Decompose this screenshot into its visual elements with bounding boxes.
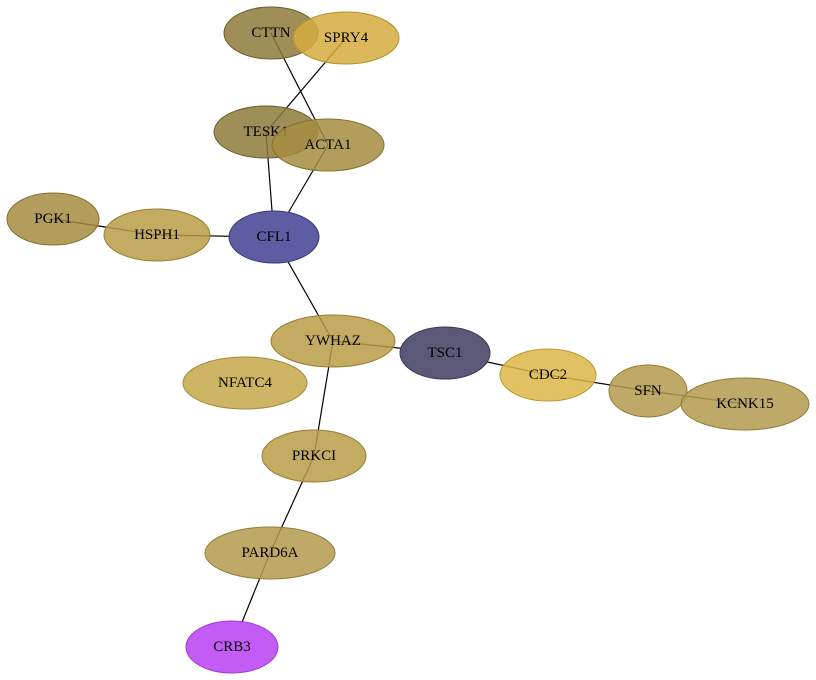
node-ellipse: [271, 118, 385, 172]
node-label: TSC1: [427, 345, 462, 361]
node-label: PRKCI: [292, 448, 336, 464]
node-hsph1[interactable]: HSPH1: [103, 208, 211, 262]
node-sfn[interactable]: SFN: [608, 364, 688, 418]
node-label: SFN: [634, 383, 662, 399]
node-ellipse: [261, 429, 367, 483]
node-label: CTTN: [251, 25, 290, 41]
node-label: CFL1: [256, 229, 291, 245]
node-label: CRB3: [213, 639, 251, 655]
node-pgk1[interactable]: PGK1: [6, 192, 100, 246]
node-ellipse: [6, 192, 100, 246]
node-label: PARD6A: [242, 545, 299, 561]
node-prkci[interactable]: PRKCI: [261, 429, 367, 483]
node-ellipse: [399, 326, 491, 380]
node-ellipse: [608, 364, 688, 418]
node-label: HSPH1: [134, 227, 180, 243]
node-ellipse: [182, 356, 308, 410]
node-label: KCNK15: [716, 396, 774, 412]
node-label: YWHAZ: [305, 333, 361, 349]
node-ywhaz[interactable]: YWHAZ: [270, 314, 396, 368]
edges-layer: [52, 32, 746, 648]
node-ellipse: [499, 348, 597, 402]
node-ellipse: [103, 208, 211, 262]
node-label: CDC2: [529, 367, 567, 383]
node-tsc1[interactable]: TSC1: [399, 326, 491, 380]
node-cfl1[interactable]: CFL1: [228, 210, 320, 264]
node-ellipse: [204, 526, 336, 580]
node-pard6a[interactable]: PARD6A: [204, 526, 336, 580]
node-spry4[interactable]: SPRY4: [292, 11, 400, 65]
node-label: ACTA1: [304, 137, 351, 153]
node-ellipse: [680, 377, 810, 431]
node-nfatc4[interactable]: NFATC4: [182, 356, 308, 410]
node-acta1[interactable]: ACTA1: [271, 118, 385, 172]
node-cdc2[interactable]: CDC2: [499, 348, 597, 402]
node-ellipse: [228, 210, 320, 264]
node-ellipse: [270, 314, 396, 368]
node-label: SPRY4: [324, 30, 369, 46]
node-label: PGK1: [34, 211, 72, 227]
node-crb3[interactable]: CRB3: [185, 620, 279, 674]
node-cttn[interactable]: CTTN: [223, 6, 319, 60]
node-label: NFATC4: [218, 375, 272, 391]
node-ellipse: [292, 11, 400, 65]
node-ellipse: [185, 620, 279, 674]
node-kcnk15[interactable]: KCNK15: [680, 377, 810, 431]
